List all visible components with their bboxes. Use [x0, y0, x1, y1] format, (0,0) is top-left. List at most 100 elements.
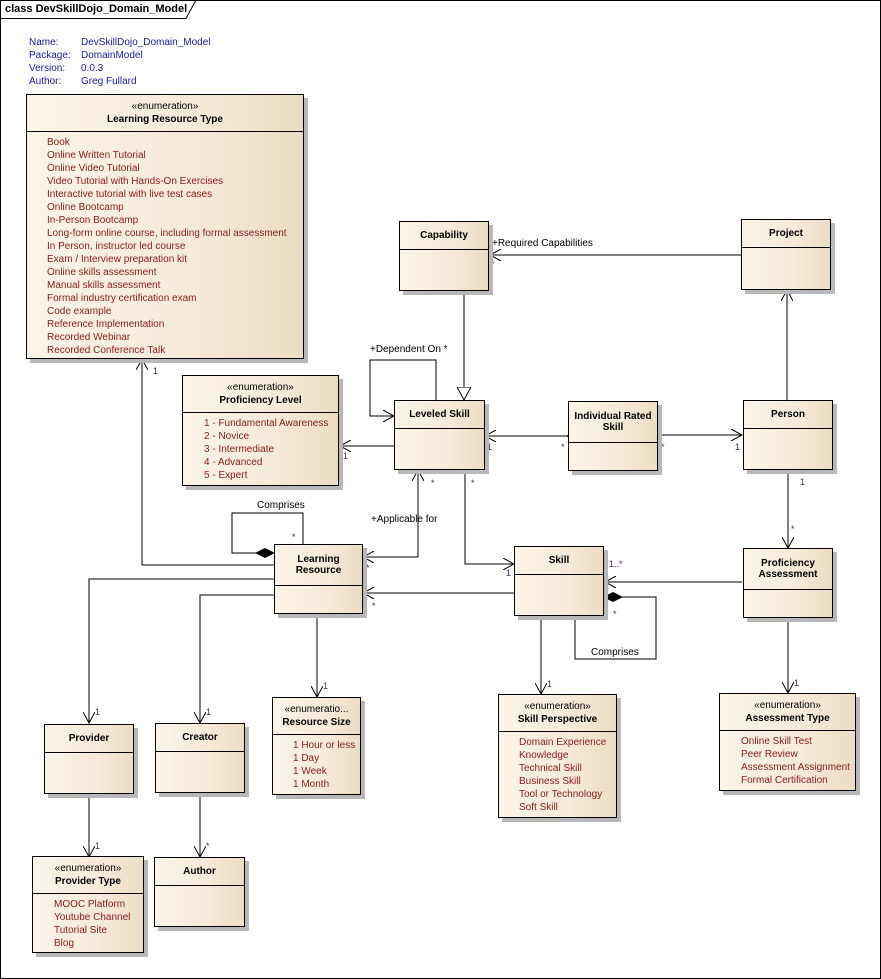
- mult-skill-perspective: 1: [547, 679, 553, 689]
- label-required-capabilities: +Required Capabilities: [492, 238, 593, 249]
- mult-lr-skill: *: [372, 601, 376, 611]
- enum-literal: Youtube Channel: [54, 912, 131, 923]
- class-name: Skill Perspective: [517, 714, 598, 725]
- mult-resource-size: 1: [323, 681, 329, 691]
- class-header: Individual Rated Skill: [569, 402, 657, 443]
- class-header: «enumeratio... Resource Size: [273, 698, 360, 735]
- class-skill-perspective[interactable]: «enumeration» Skill Perspective Domain E…: [498, 694, 617, 818]
- mult-irs-right: *: [661, 442, 665, 452]
- class-proficiency-level[interactable]: «enumeration» Proficiency Level 1 - Fund…: [182, 375, 339, 486]
- class-header: «enumeration» Proficiency Level: [183, 376, 338, 413]
- class-name: Capability: [420, 230, 468, 241]
- class-header: «enumeration» Provider Type: [33, 857, 143, 894]
- enum-literal: In-Person Bootcamp: [47, 215, 139, 226]
- frame-tab-outline: [0, 0, 197, 19]
- mult-provider-type: 1: [95, 841, 101, 851]
- class-project[interactable]: Project: [741, 219, 831, 290]
- class-name: Leveled Skill: [409, 409, 470, 420]
- mult-lr-applicable: *: [366, 563, 370, 573]
- class-resource-size[interactable]: «enumeratio... Resource Size 1 Hour or l…: [272, 697, 361, 795]
- mult-ls-bottom-2: *: [471, 478, 475, 488]
- class-skill[interactable]: Skill: [514, 546, 604, 616]
- class-author[interactable]: Author: [154, 857, 245, 927]
- meta-value: DevSkillDojo_Domain_Model: [81, 37, 211, 48]
- mult-skill-comprises: *: [613, 609, 617, 619]
- composition-lr-self: [231, 512, 304, 554]
- class-creator[interactable]: Creator: [155, 723, 245, 793]
- class-header: «enumeration» Assessment Type: [720, 694, 855, 731]
- enum-literal: Reference Implementation: [47, 319, 165, 330]
- class-individual-rated-skill[interactable]: Individual Rated Skill: [568, 401, 658, 471]
- enum-literal: Business Skill: [519, 776, 581, 787]
- enum-literal: Long-form online course, including forma…: [47, 228, 287, 239]
- class-name: Resource Size: [282, 717, 351, 728]
- class-capability[interactable]: Capability: [399, 221, 489, 291]
- class-header: Skill: [515, 547, 603, 575]
- mult-person-bottom: 1: [800, 477, 806, 487]
- mult-ls-bottom-1: *: [431, 478, 435, 488]
- mult-irs-left: *: [561, 442, 565, 452]
- class-proficiency-assessment[interactable]: Proficiency Assessment: [743, 548, 833, 618]
- enum-literal: Manual skills assessment: [47, 280, 161, 291]
- enum-literal: 1 Hour or less: [293, 740, 356, 751]
- class-leveled-skill[interactable]: Leveled Skill: [394, 400, 485, 470]
- mult-author: *: [206, 841, 210, 851]
- enum-literal: Video Tutorial with Hands-On Exercises: [47, 176, 224, 187]
- class-assessment-type[interactable]: «enumeration» Assessment Type Online Ski…: [719, 693, 856, 791]
- enum-literal: Code example: [47, 306, 112, 317]
- mult-capability: *: [491, 259, 495, 269]
- label-dependent-on: +Dependent On *: [370, 344, 448, 355]
- enum-literal: Book: [47, 137, 70, 148]
- class-header: Leveled Skill: [395, 401, 484, 429]
- mult-skill-left: 1: [506, 568, 512, 578]
- class-header: Project: [742, 220, 830, 248]
- mult-pa-top: *: [791, 524, 795, 534]
- label-comprises-lr: Comprises: [257, 500, 305, 511]
- enum-literal: 1 Week: [293, 766, 327, 777]
- assoc-dependent-on: [369, 359, 437, 416]
- class-provider[interactable]: Provider: [44, 724, 134, 794]
- enum-literal: Formal industry certification exam: [47, 293, 197, 304]
- enum-literal: Knowledge: [519, 750, 569, 761]
- enum-literal: 3 - Intermediate: [204, 444, 275, 455]
- class-learning-resource[interactable]: Learning Resource: [274, 544, 363, 614]
- class-learning-resource-type[interactable]: «enumeration» Learning Resource Type Boo…: [26, 94, 304, 359]
- mult-assessment-type: 1: [794, 678, 800, 688]
- meta-key: Package:: [29, 50, 71, 61]
- mult-ls-right: 1: [487, 442, 493, 452]
- enum-literal: Online Video Tutorial: [47, 163, 140, 174]
- class-provider-type[interactable]: «enumeration» Provider Type MOOC Platfor…: [32, 856, 144, 953]
- class-name: Proficiency Assessment: [758, 558, 818, 580]
- class-name: Person: [771, 409, 805, 420]
- diagram-metadata: Name:DevSkillDojo_Domain_Model Package:D…: [29, 36, 211, 88]
- enum-literal: Interactive tutorial with live test case…: [47, 189, 213, 200]
- class-header: Capability: [400, 222, 488, 250]
- assoc-lr-provider: [89, 578, 274, 723]
- stereotype: «enumeratio...: [284, 704, 349, 715]
- stereotype: «enumeration»: [754, 700, 821, 711]
- stereotype: «enumeration»: [131, 101, 199, 112]
- label-applicable-for: +Applicable for: [371, 514, 438, 525]
- class-name: Creator: [182, 732, 218, 743]
- enum-literal: MOOC Platform: [54, 899, 126, 910]
- class-person[interactable]: Person: [743, 400, 833, 470]
- mult-lrt: 1: [153, 366, 159, 376]
- enum-literal: Assessment Assignment: [741, 762, 850, 773]
- mult-lr-comprises: *: [292, 532, 296, 542]
- meta-value: 0.0.3: [81, 63, 104, 74]
- class-name: Learning Resource: [295, 554, 342, 576]
- class-name: Proficiency Level: [219, 395, 302, 406]
- label-comprises-skill: Comprises: [591, 647, 639, 658]
- enum-literal: Formal Certification: [741, 775, 828, 786]
- enum-literal: Blog: [54, 938, 75, 949]
- enum-literal: Recorded Webinar: [47, 332, 131, 343]
- composition-skill-self: [574, 596, 657, 660]
- enum-literal: Recorded Conference Talk: [47, 345, 166, 356]
- enum-literal: Domain Experience: [519, 737, 607, 748]
- class-name: Provider Type: [55, 876, 121, 887]
- meta-key: Name:: [29, 37, 59, 48]
